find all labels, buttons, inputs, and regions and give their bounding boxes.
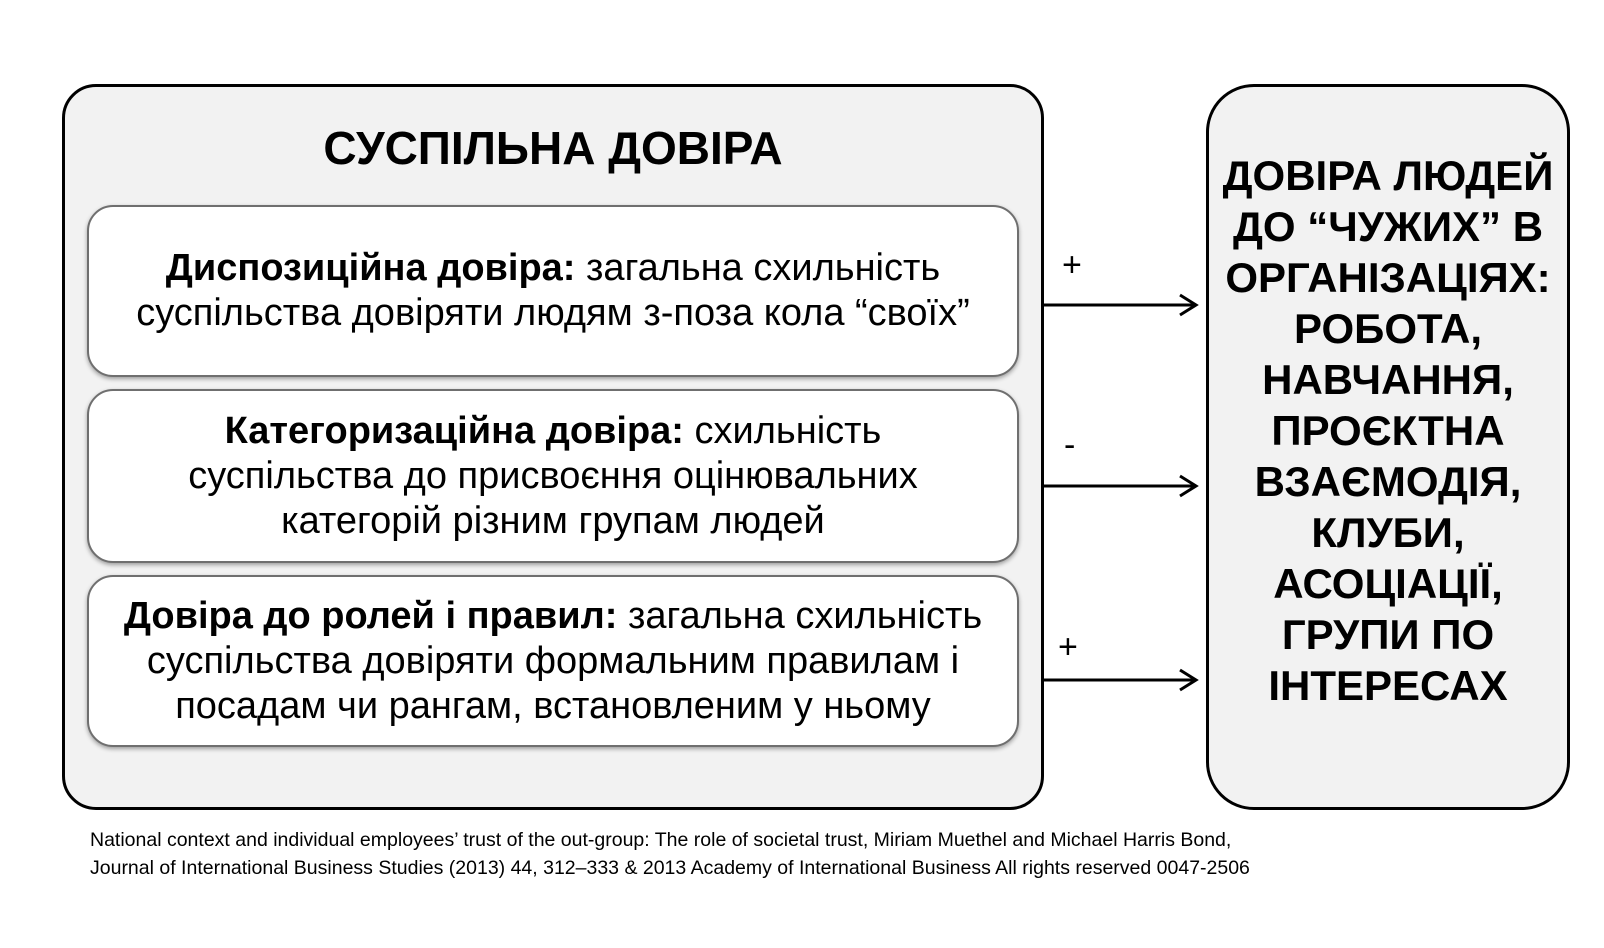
roles-rules-trust-box: Довіра до ролей і правил: загальна схиль… [87, 575, 1019, 747]
societal-trust-box: СУСПІЛЬНА ДОВІРА Диспозиційна довіра: за… [62, 84, 1044, 810]
effect-sign-1: + [1062, 246, 1082, 284]
dispositional-trust-text: Диспозиційна довіра: загальна схильність… [136, 246, 970, 336]
dispositional-trust-box: Диспозиційна довіра: загальна схильність… [87, 205, 1019, 377]
dispositional-trust-desc-line2: суспільства довіряти людям з-поза кола “… [136, 292, 970, 334]
citation-line1: National context and individual employee… [90, 829, 1232, 851]
societal-trust-title: СУСПІЛЬНА ДОВІРА [323, 122, 783, 174]
outgroup-trust-box: ДОВІРА ЛЮДЕЙ ДО “ЧУЖИХ” В ОРГАНІЗАЦІЯХ: … [1206, 84, 1570, 810]
roles-rules-trust-text: Довіра до ролей і правил: загальна схиль… [124, 594, 982, 729]
arrow-1 [1044, 293, 1199, 317]
dispositional-trust-desc-line1: загальна схильність [575, 247, 941, 289]
categorization-trust-desc-line2: суспільства до присвоєння оцінювальних [188, 454, 918, 497]
roles-rules-trust-desc-line1: загальна схильність [617, 594, 983, 637]
categorization-trust-text: Категоризаційна довіра: схильність суспі… [188, 409, 918, 544]
arrow-3 [1044, 668, 1199, 692]
roles-rules-trust-desc-line3: посадам чи рангам, встановленим у ньому [175, 684, 931, 727]
effect-sign-3: + [1058, 628, 1078, 666]
roles-rules-trust-desc-line2: суспільства довіряти формальним правилам… [146, 639, 960, 682]
citation-line2: Journal of International Business Studie… [90, 857, 1250, 879]
categorization-trust-desc-line3: категорій різним групам людей [281, 499, 825, 542]
outgroup-trust-text: ДОВІРА ЛЮДЕЙ ДО “ЧУЖИХ” В ОРГАНІЗАЦІЯХ: … [1222, 151, 1554, 709]
citation: National context and individual employee… [90, 826, 1250, 882]
roles-rules-trust-term: Довіра до ролей і правил: [123, 594, 618, 637]
arrow-2 [1044, 474, 1199, 498]
categorization-trust-term: Категоризаційна довіра: [224, 409, 684, 452]
effect-sign-2: - [1064, 426, 1076, 464]
categorization-trust-box: Категоризаційна довіра: схильність суспі… [87, 389, 1019, 563]
categorization-trust-desc-line1: схильність [683, 409, 882, 452]
dispositional-trust-term: Диспозиційна довіра: [165, 247, 576, 289]
